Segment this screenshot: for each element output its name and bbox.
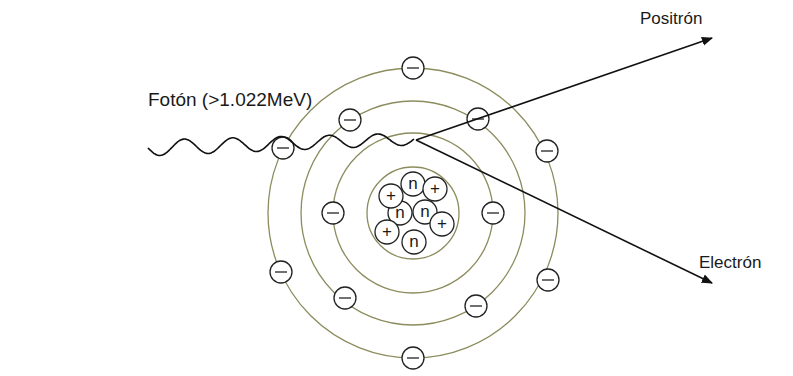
electron-symbol <box>465 295 487 317</box>
nucleus <box>375 172 454 254</box>
electron-symbol <box>402 57 424 79</box>
positron-track <box>416 38 712 140</box>
electron-orbits <box>268 68 558 358</box>
positron-label: Positrón <box>640 10 702 27</box>
electron-symbol <box>334 287 356 309</box>
electron-symbol <box>402 347 424 369</box>
proton-symbol: + <box>382 223 392 240</box>
neutron-symbol: n <box>395 204 404 221</box>
electrons <box>270 57 559 369</box>
electron-symbol <box>536 140 558 162</box>
electron-symbol <box>270 261 292 283</box>
proton-symbol: + <box>437 215 447 232</box>
proton-circle <box>430 212 454 236</box>
neutron-symbol: n <box>408 175 417 192</box>
neutron-circle <box>402 230 426 254</box>
neutron-symbol: n <box>409 233 418 250</box>
orbit <box>301 101 525 325</box>
electron-track <box>416 140 712 283</box>
proton-circle <box>375 220 399 244</box>
photon-label: Fotón (>1.022MeV) <box>148 90 312 109</box>
orbit <box>268 68 558 358</box>
electron-label: Electrón <box>699 254 761 271</box>
electron-symbol <box>482 202 504 224</box>
electron-symbol <box>322 202 344 224</box>
neutron-symbol: n <box>420 203 429 220</box>
proton-symbol: + <box>430 180 440 197</box>
orbit <box>333 133 493 293</box>
electron-symbol <box>537 269 559 291</box>
photon-wave <box>148 134 414 156</box>
proton-symbol: + <box>386 187 396 204</box>
proton-circle <box>423 177 447 201</box>
nucleus-ring <box>367 167 459 259</box>
electron-symbol <box>339 109 361 131</box>
neutron-circle <box>401 172 425 196</box>
